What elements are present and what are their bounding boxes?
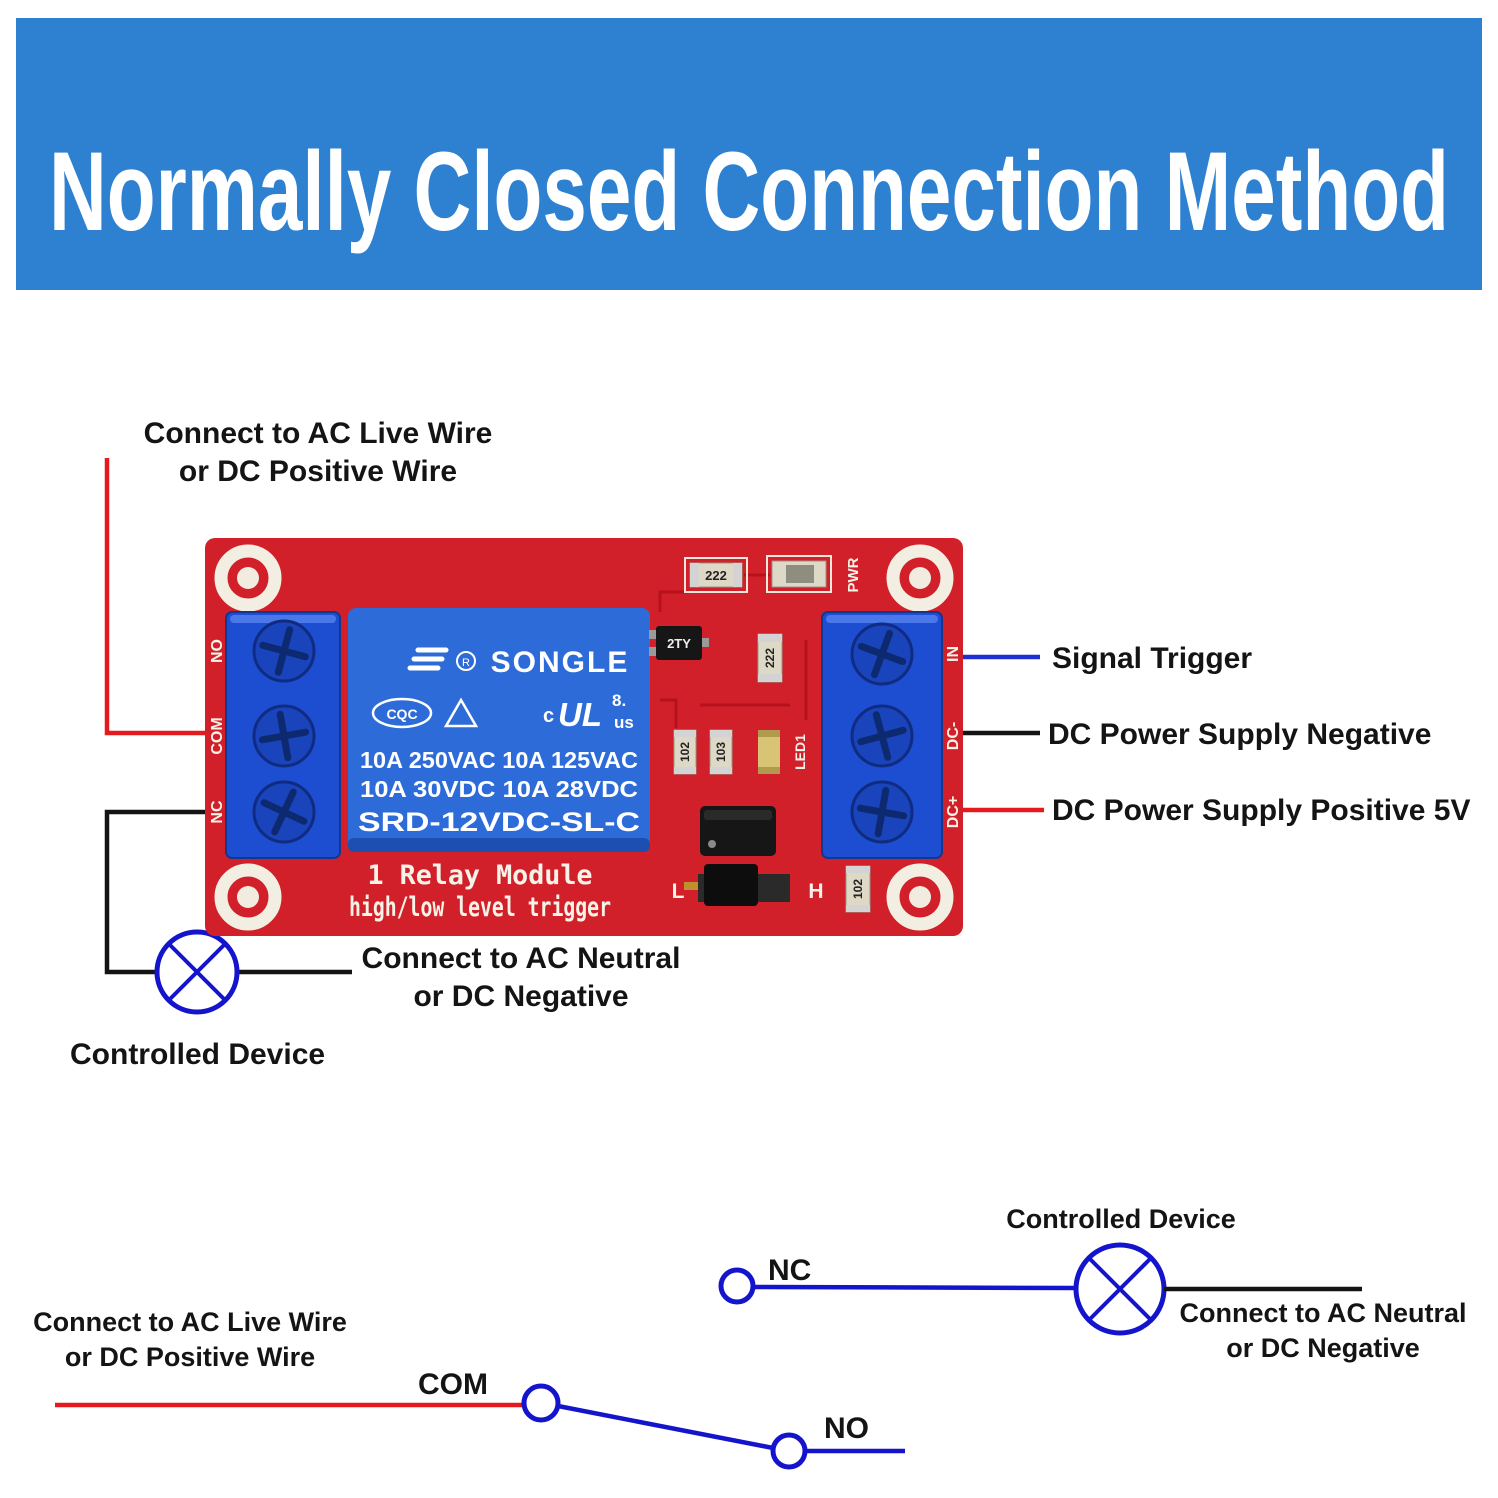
terminal-label-com: COM <box>209 717 226 754</box>
terminal-label-dc-plus: DC+ <box>945 796 962 828</box>
terminal-label-nc: NC <box>209 800 226 824</box>
screw-com <box>252 704 316 768</box>
label-line: Connect to AC Neutral <box>361 942 681 975</box>
label-line: Connect to AC Neutral <box>1179 1298 1467 1328</box>
com-label: COM <box>418 1368 488 1401</box>
relay-brand: SONGLE <box>491 646 630 679</box>
screw-dc-minus <box>850 704 914 768</box>
schematic-neutral-label: Connect to AC Neutral or DC Negative <box>1168 1296 1478 1365</box>
registered-mark-icon: R <box>456 651 476 671</box>
switch-arm <box>557 1403 774 1451</box>
mounting-hole-top-left <box>214 544 282 612</box>
nc-node <box>718 1267 756 1305</box>
relay-model: SRD-12VDC-SL-C <box>358 807 640 837</box>
label-line: Connect to AC Live Wire <box>143 417 493 450</box>
smd-c3-label: 102 <box>851 879 865 899</box>
terminal-label-in: IN <box>945 646 962 662</box>
dc-negative-label: DC Power Supply Negative <box>1048 718 1432 751</box>
smd-c1-label: 102 <box>678 742 692 762</box>
com-node <box>521 1383 561 1423</box>
cert-triangle-icon <box>443 697 479 728</box>
smd-capacitor-102: 102 <box>673 729 697 775</box>
smd-r1-label: 222 <box>705 568 727 583</box>
controlled-device-symbol <box>154 929 240 1015</box>
mounting-hole-bottom-right <box>886 863 954 931</box>
smd-diode-top <box>766 555 832 593</box>
board-silkscreen-line1: 1 Relay Module <box>368 860 593 891</box>
label-line: or DC Negative <box>1226 1332 1420 1363</box>
smd-r2-label: 222 <box>763 648 777 668</box>
jumper-high-label: H <box>808 880 823 903</box>
songle-logo-icon <box>407 647 449 671</box>
dc-positive-label: DC Power Supply Positive 5V <box>1052 794 1471 827</box>
live-wire <box>104 458 240 736</box>
svg-text:R: R <box>462 657 470 669</box>
schematic-device-label: Controlled Device <box>1006 1204 1236 1234</box>
left-wiring <box>104 458 352 975</box>
smd-resistor-222-mid: 222 <box>757 633 783 683</box>
ul-c: c <box>543 705 554 727</box>
ul-mark: UL <box>558 696 602 733</box>
mounting-hole-top-right <box>886 544 954 612</box>
schematic <box>55 1242 1362 1470</box>
nc-wire-to-device <box>752 1284 1077 1291</box>
smd-led <box>758 730 780 774</box>
nc-label: NC <box>768 1254 812 1287</box>
terminal-label-no: NO <box>209 639 226 663</box>
screw-nc <box>252 780 316 844</box>
controlled-device-symbol-schematic <box>1073 1242 1167 1336</box>
title-banner: Normally Closed Connection Method <box>16 18 1482 290</box>
page-title: Normally Closed Connection Method <box>49 129 1449 254</box>
smd-transistor-2ty: 2TY <box>649 626 709 660</box>
terminal-label-dc-minus: DC- <box>945 722 962 750</box>
smd-capacitor-102-bottom: 102 <box>845 865 871 913</box>
pcb-traces <box>658 573 808 728</box>
device-x-line2 <box>167 942 227 1002</box>
input-terminal-block <box>821 611 943 859</box>
controlled-device-label: Controlled Device <box>70 1038 326 1071</box>
smd-transistor-label: 2TY <box>667 636 691 651</box>
live-wire-label: Connect to AC Live Wire or DC Positive W… <box>123 415 513 492</box>
jumper-low-label: L <box>672 880 685 903</box>
smd-c2-label: 103 <box>714 742 728 762</box>
screw-no <box>252 619 316 683</box>
nc-output-wire <box>104 809 240 975</box>
relay: R SONGLE CQC c UL 8. us 10A 250VAC 10A 1… <box>348 608 650 852</box>
led1-label: LED1 <box>792 734 808 770</box>
label-line: Connect to AC Live Wire <box>33 1307 347 1337</box>
schematic-live-label: Connect to AC Live Wire or DC Positive W… <box>20 1305 360 1374</box>
optocoupler-ic <box>700 806 776 856</box>
screw-dc-plus <box>850 780 914 844</box>
smd-resistor-222-top: 222 <box>684 557 748 593</box>
relay-cert: CQC <box>386 706 417 722</box>
signal-trigger-label: Signal Trigger <box>1052 642 1253 675</box>
label-line: or DC Positive Wire <box>64 1341 316 1372</box>
ul-us: us <box>614 713 634 732</box>
pwr-label: PWR <box>845 557 862 592</box>
ul-number: 8. <box>612 691 626 710</box>
no-label: NO <box>824 1412 869 1445</box>
relay-module: NO COM NC R SONGLE CQC <box>205 538 963 936</box>
device-x-line2 <box>1087 1256 1153 1322</box>
no-node <box>770 1432 808 1470</box>
output-terminal-block <box>225 611 341 859</box>
screw-in <box>850 622 914 686</box>
title-banner-svg: Normally Closed Connection Method <box>49 129 1449 254</box>
relay-ratings-line1: 10A 250VAC 10A 125VAC <box>360 747 638 773</box>
cqc-oval-icon <box>371 697 433 729</box>
neutral-wire-label: Connect to AC Neutral or DC Negative <box>351 940 691 1017</box>
smd-capacitor-103: 103 <box>709 729 733 775</box>
jumper-header <box>684 864 790 906</box>
label-line: or DC Negative <box>413 980 629 1014</box>
mounting-hole-bottom-left <box>214 863 282 931</box>
label-line: or DC Positive Wire <box>178 455 458 489</box>
board-silkscreen-line2: high/low level trigger <box>349 892 611 923</box>
relay-ratings-line2: 10A 30VDC 10A 28VDC <box>360 776 638 802</box>
